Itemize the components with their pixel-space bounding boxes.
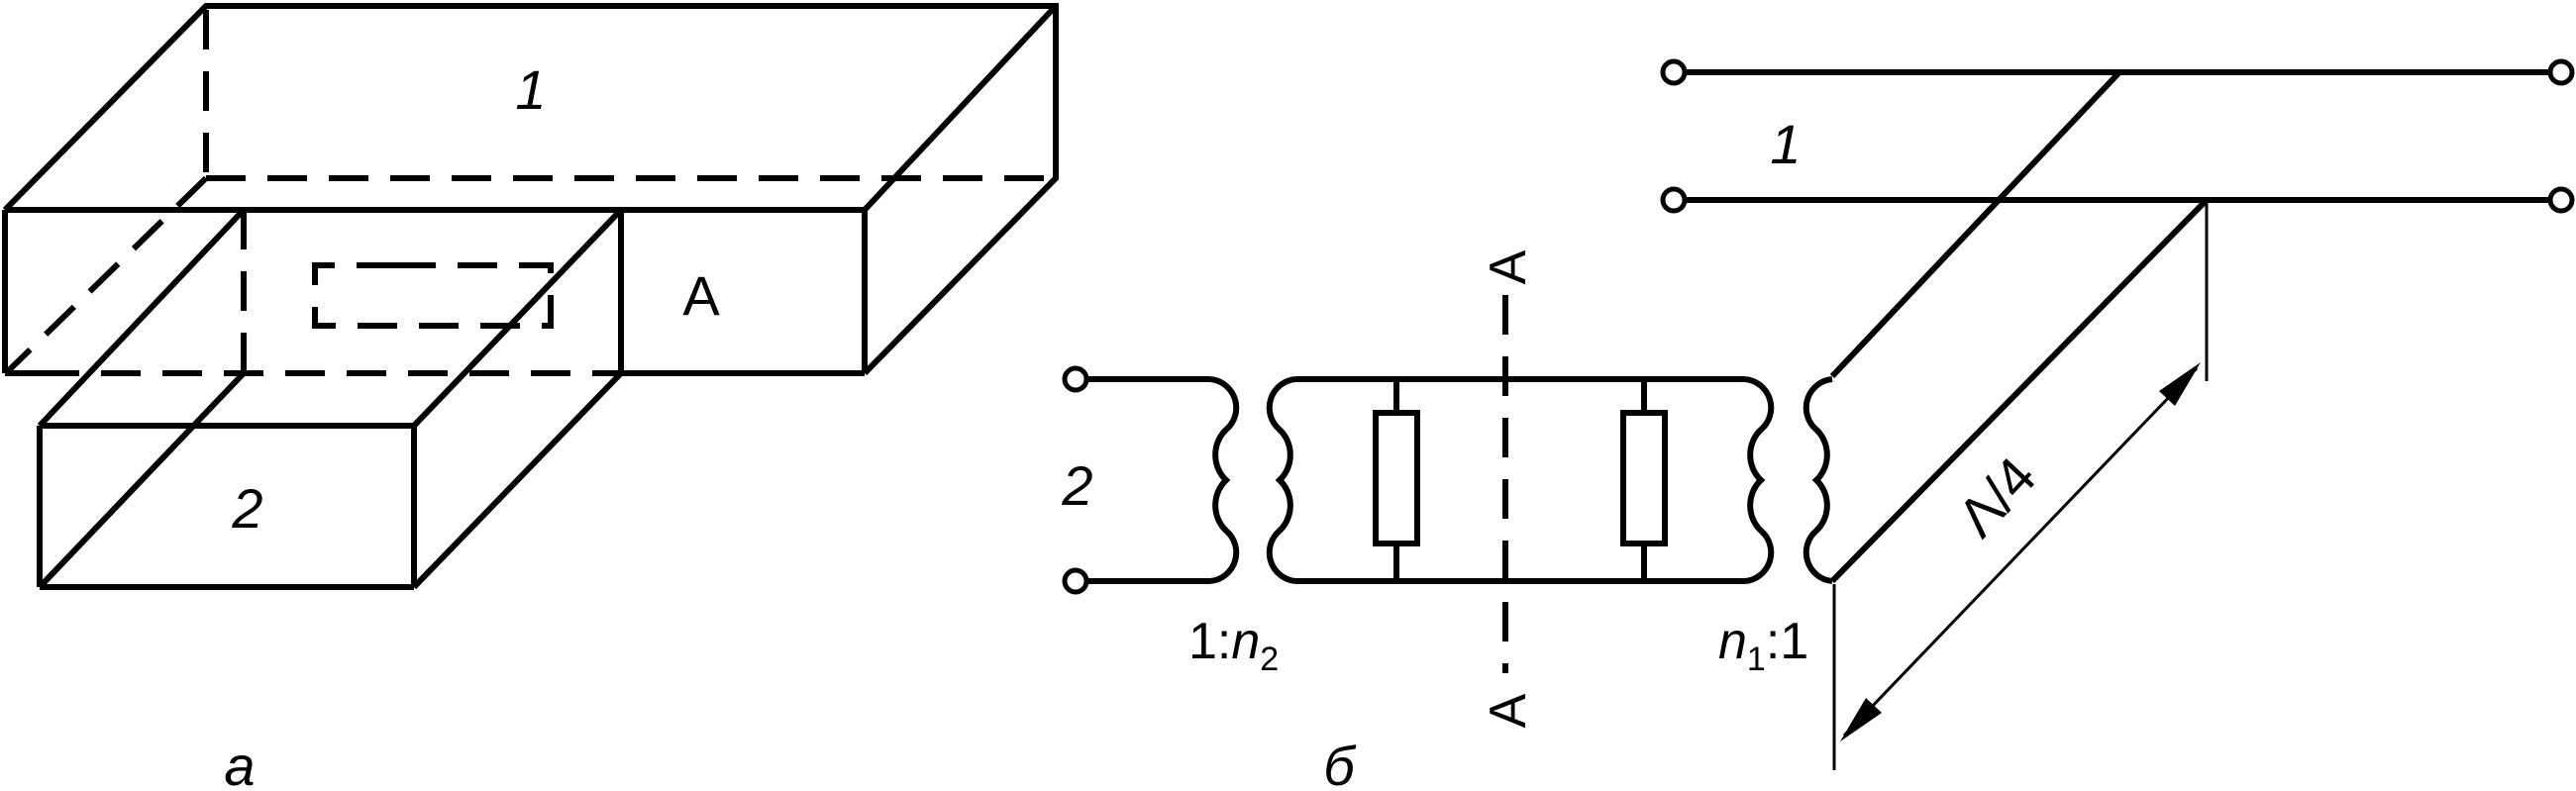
box2-hidden-diagonal-front xyxy=(37,370,247,590)
caption-a: а xyxy=(224,735,255,791)
port2-terminal-lower xyxy=(1062,567,1089,595)
ratio-left-var: n xyxy=(1231,613,1260,670)
resistor-left xyxy=(1373,410,1420,546)
box2-top-left-edge xyxy=(37,207,247,429)
ratio-right-label: n1:1 xyxy=(1718,613,1808,678)
transformer-left-secondary-coil xyxy=(1266,376,1296,584)
box2-top-right-edge xyxy=(411,207,624,429)
ratio-left-sub: 2 xyxy=(1260,641,1279,678)
waveguide-3d-drawing: 1 А 2 а xyxy=(2,2,1059,791)
section-label-top: А xyxy=(1480,249,1537,284)
line1-terminal-upper-left xyxy=(1660,58,1688,86)
quarter-wave-label: Λ/4 xyxy=(1945,445,2047,547)
resistor-right xyxy=(1620,410,1668,546)
box1-label: 1 xyxy=(515,58,546,121)
transformer-left-primary-coil xyxy=(1209,376,1240,584)
quarter-wave-dimension-line xyxy=(1842,366,2199,738)
equivalent-circuit-drawing: 1 Λ/4 2 А А xyxy=(1061,58,2575,791)
coupling-slot-left xyxy=(312,262,396,329)
line1-terminal-lower-right xyxy=(2547,186,2575,214)
coupling-slot-right xyxy=(396,262,554,329)
caption-b: б xyxy=(1323,735,1357,791)
line1-label: 1 xyxy=(1770,113,1801,175)
port2-terminal-upper xyxy=(1062,365,1089,393)
ratio-right-suffix: :1 xyxy=(1766,613,1808,670)
transformer-right-primary-coil xyxy=(1744,376,1775,584)
section-label-bottom: А xyxy=(1480,693,1537,728)
ratio-right-var: n xyxy=(1718,613,1747,670)
ratio-left-prefix: 1: xyxy=(1188,613,1231,670)
ratio-left-label: 1:n2 xyxy=(1188,613,1279,678)
stub-lower-wire xyxy=(1829,197,2210,584)
dimension-arrowhead-bottom xyxy=(1840,698,1882,742)
ratio-right-sub: 1 xyxy=(1747,641,1766,678)
box1-hidden-diagonal xyxy=(5,175,209,374)
dimension-arrowhead-top xyxy=(2159,362,2201,406)
section-a-label: А xyxy=(682,264,720,327)
line1-terminal-upper-right xyxy=(2547,58,2575,86)
stub-upper-wire xyxy=(1829,69,2122,379)
line1-terminal-lower-left xyxy=(1660,186,1688,214)
box2-bottom-right-edge xyxy=(411,370,624,590)
box2-label: 2 xyxy=(231,477,262,540)
transformer-right-secondary-coil xyxy=(1803,376,1833,584)
port2-label: 2 xyxy=(1061,454,1092,517)
